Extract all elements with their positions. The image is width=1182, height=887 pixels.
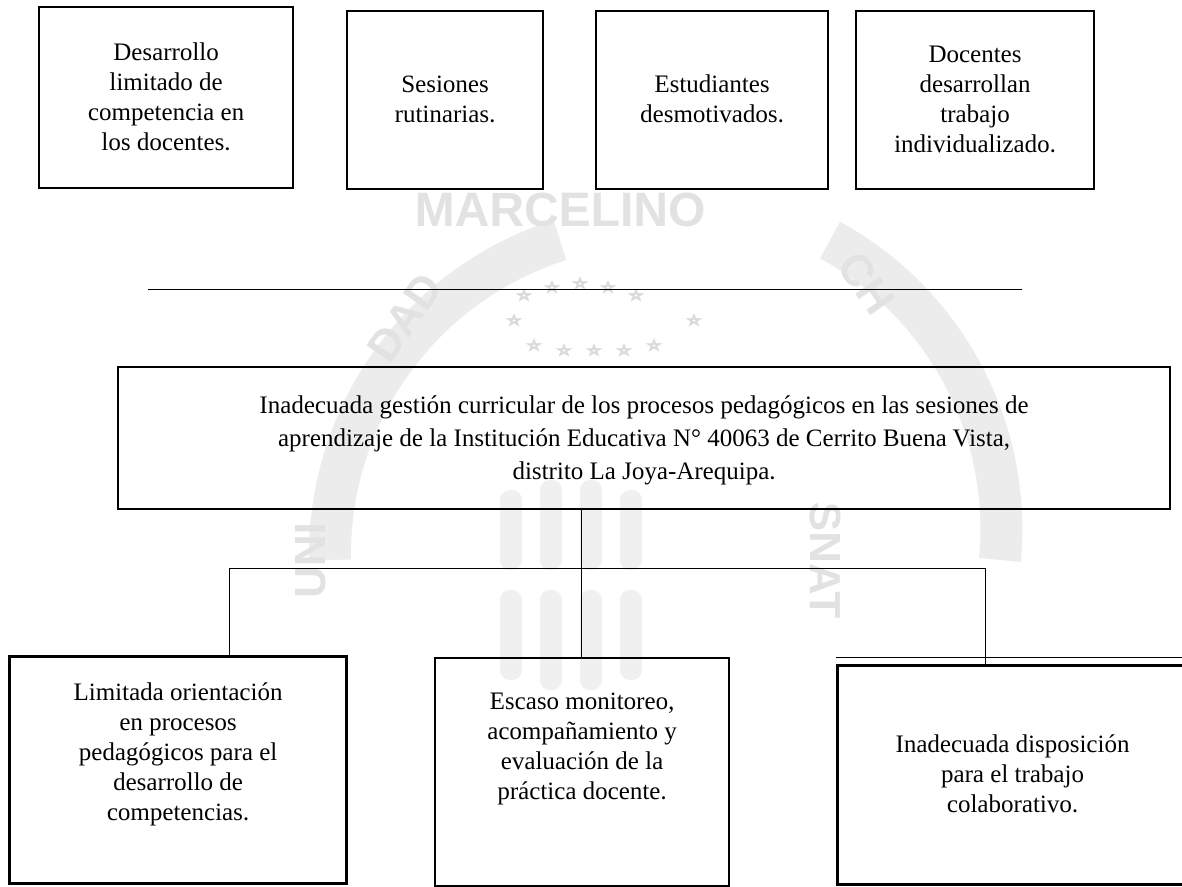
effect-text-4: Docentes desarrollan trabajo individuali… xyxy=(894,41,1056,158)
watermark-left-text: UNI xyxy=(286,522,335,598)
effect-text-3: Estudiantes desmotivados. xyxy=(640,71,784,128)
cause-box-2: Escaso monitoreo, acompañamiento y evalu… xyxy=(434,657,730,887)
effect-box-1: Desarrollo limitado de competencia en lo… xyxy=(38,6,294,189)
cause-box-3-double-top xyxy=(836,657,1182,658)
watermark-right-text: SNAT xyxy=(800,502,849,619)
effect-box-4: Docentes desarrollan trabajo individuali… xyxy=(855,10,1095,190)
effect-box-2: Sesiones rutinarias. xyxy=(346,10,544,190)
separator-line xyxy=(148,289,1022,290)
connector-branch-left xyxy=(229,568,230,658)
central-problem-text: Inadecuada gestión curricular de los pro… xyxy=(259,391,1029,485)
effect-text-1: Desarrollo limitado de competencia en lo… xyxy=(87,38,245,156)
cause-box-1: Limitada orientación en procesos pedagóg… xyxy=(8,655,348,885)
connector-trunk xyxy=(581,510,582,658)
effect-box-3: Estudiantes desmotivados. xyxy=(595,10,829,190)
cause-box-3: Inadecuada disposición para el trabajo c… xyxy=(836,664,1182,886)
connector-branch-right xyxy=(985,568,986,664)
university-seal-watermark: MARCELINO DAD CH UNI SNAT xyxy=(286,184,1023,690)
connector-branch-horizontal xyxy=(229,568,986,569)
watermark-top-text: MARCELINO xyxy=(415,184,706,237)
effect-text-2: Sesiones rutinarias. xyxy=(394,71,496,128)
central-problem-box: Inadecuada gestión curricular de los pro… xyxy=(117,366,1171,510)
cause-text-1: Limitada orientación en procesos pedagóg… xyxy=(73,679,283,826)
cause-text-3: Inadecuada disposición para el trabajo c… xyxy=(895,731,1130,818)
cause-text-2: Escaso monitoreo, acompañamiento y evalu… xyxy=(487,688,677,805)
watermark-stars xyxy=(505,275,703,357)
